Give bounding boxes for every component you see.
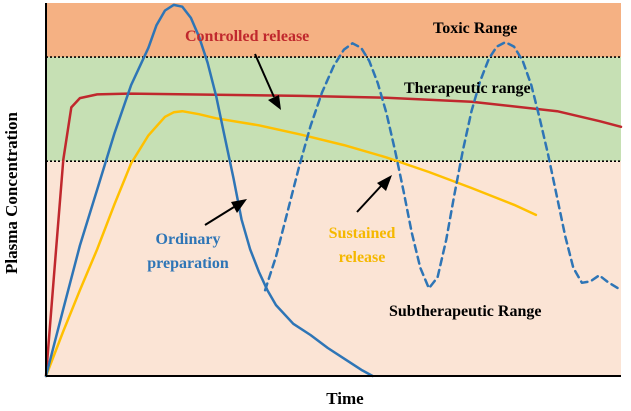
toxic-range-zone: [46, 3, 621, 58]
controlled-release-arrowhead: [268, 95, 281, 110]
sustained-release-label-line1: Sustained: [329, 225, 396, 242]
therapeutic-range-label: Therapeutic range: [404, 80, 531, 97]
series-line-controlled-release: [44, 92, 623, 378]
x-axis-title: Time: [326, 389, 364, 408]
series-line-ordinary-preparation-repeated-doses: [263, 40, 619, 292]
y-axis-title: Plasma Concentration: [2, 111, 21, 274]
sustained-release-label-line2: release: [339, 249, 386, 266]
subtherapeutic-range-zone: [46, 161, 621, 376]
ordinary-preparation-label-line1: Ordinary: [156, 231, 221, 248]
ordinary-preparation-label-line2: preparation: [147, 255, 229, 272]
series-line-sustained-release: [44, 109, 538, 378]
controlled-release-arrow: [254, 53, 275, 98]
series-line-ordinary-preparation: [44, 3, 374, 378]
sustained-release-arrowhead: [377, 175, 392, 191]
series-layer: [44, 3, 623, 378]
sustained-release-arrow: [356, 185, 382, 213]
controlled-release-label: Controlled release: [185, 28, 309, 45]
subtherapeutic-range-label: Subtherapeutic Range: [389, 303, 541, 320]
ordinary-preparation-arrowhead: [231, 199, 247, 213]
toxic-range-label: Toxic Range: [433, 20, 517, 37]
ordinary-preparation-arrow: [204, 206, 235, 226]
